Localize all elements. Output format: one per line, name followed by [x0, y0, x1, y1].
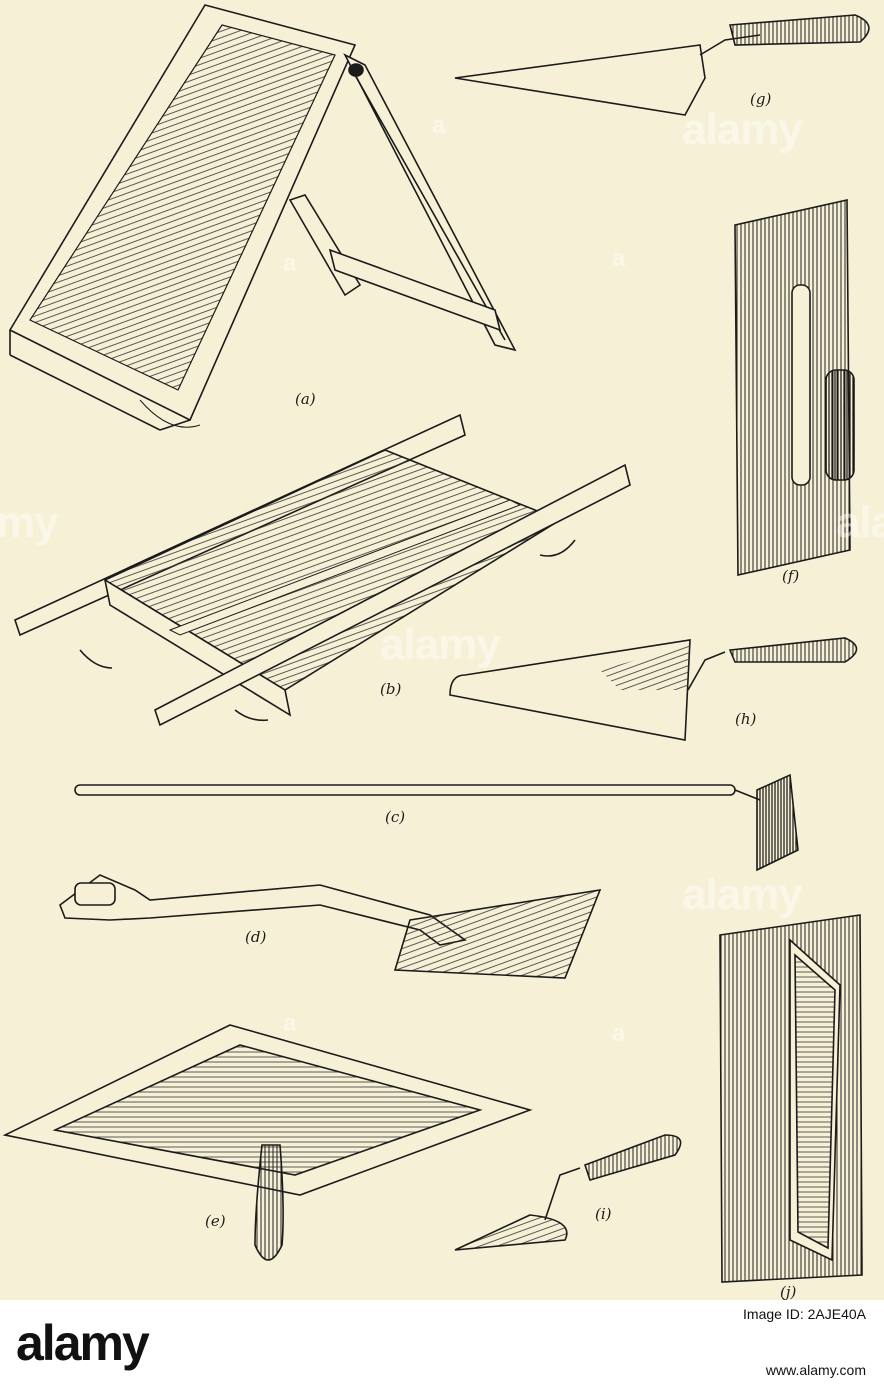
stock-footer: alamy Image ID: 2AJE40A www.alamy.com	[0, 1300, 884, 1390]
tools-engraving	[2, 4, 870, 1283]
site-url-text: www.alamy.com	[765, 1362, 866, 1378]
small-trowel-drawing	[454, 1134, 682, 1251]
figure-label-e: (e)	[205, 1212, 226, 1230]
hawk-drawing	[2, 1024, 533, 1261]
illustration-plate: (a) (b) (c) (d) (e) (f) (g) (h) (i) (j) …	[0, 4, 884, 1300]
figure-label-c: (c)	[385, 808, 406, 826]
sand-screen-drawing	[8, 4, 517, 431]
figure-label-f: (f)	[782, 567, 800, 585]
figure-label-b: (b)	[380, 680, 402, 698]
trowel-drawing	[454, 14, 870, 116]
figure-label-g: (g)	[750, 90, 772, 108]
pointing-trowel-drawing	[449, 637, 858, 741]
alamy-logo: alamy	[16, 1315, 150, 1371]
shovel-drawing	[59, 874, 602, 979]
float-drawing	[734, 199, 855, 576]
figure-label-d: (d)	[245, 928, 267, 946]
sieve-box-drawing	[14, 413, 631, 727]
figure-label-h: (h)	[735, 710, 757, 728]
image-id-text: Image ID: 2AJE40A	[743, 1306, 866, 1322]
figure-label-j: (j)	[780, 1283, 797, 1300]
grooved-float-drawing	[719, 914, 863, 1283]
figure-label-a: (a)	[295, 390, 316, 408]
mortar-hoe-drawing	[74, 773, 799, 872]
figure-label-i: (i)	[595, 1205, 612, 1223]
